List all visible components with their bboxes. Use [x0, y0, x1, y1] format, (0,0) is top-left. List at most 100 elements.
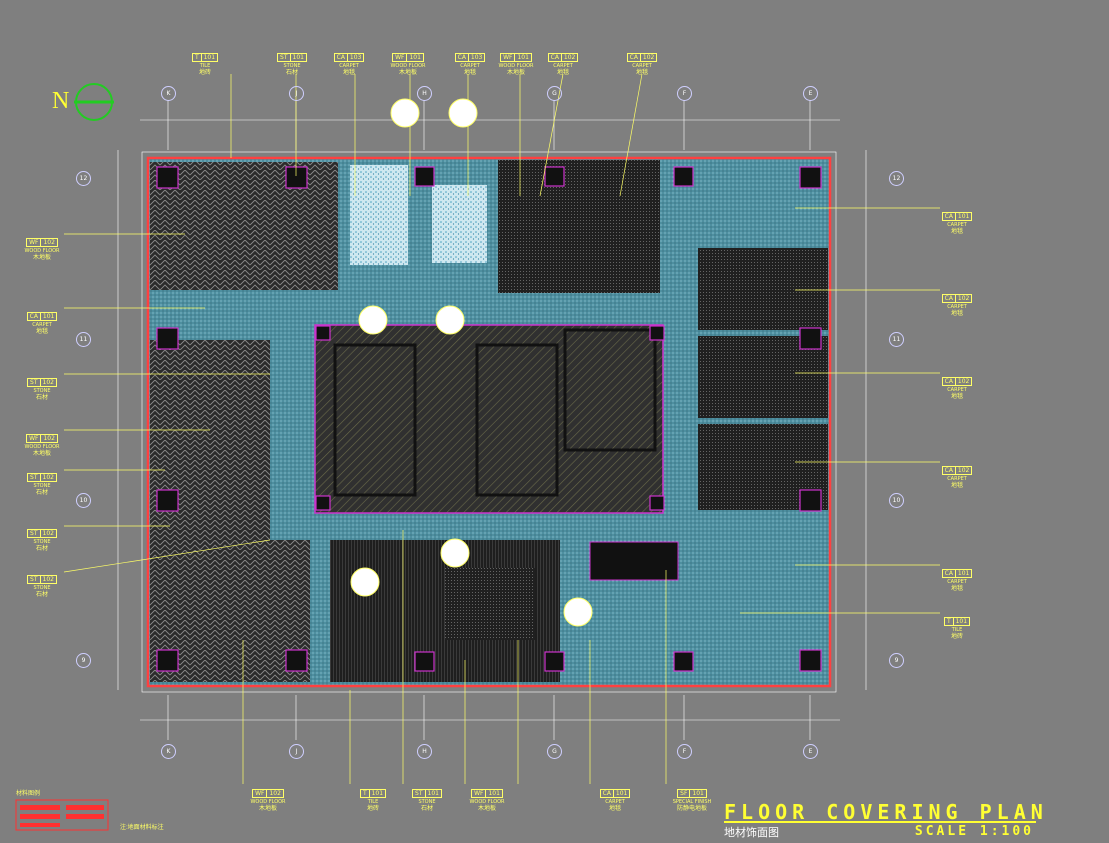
material-code: CA	[944, 570, 953, 577]
material-code: WF	[474, 790, 484, 797]
grid-bubble-row: 10	[889, 493, 904, 508]
material-name-cn: 地毯	[950, 482, 963, 489]
material-name-cn: 地毯	[950, 393, 963, 400]
material-name-cn: 石材	[35, 545, 48, 552]
material-name-cn: 地毯	[635, 69, 648, 76]
grid-bubble-col: F	[677, 86, 692, 101]
section-markers	[350, 98, 593, 627]
material-number: 101	[406, 54, 422, 61]
material-number: 102	[954, 378, 971, 385]
material-name-en: CARPET	[632, 63, 652, 69]
north-arrow-icon	[74, 83, 114, 121]
material-code: WF	[29, 435, 39, 442]
material-code: ST	[30, 474, 38, 481]
grid-bubble-row: 9	[889, 653, 904, 668]
grid-bubble-col: E	[803, 744, 818, 759]
material-name-en: WOOD FLOOR	[390, 63, 426, 69]
carpet-room-north	[498, 160, 660, 293]
outer-line	[141, 151, 837, 693]
structural-columns	[156, 166, 822, 672]
material-number: 101	[39, 313, 56, 320]
material-name-en: TILE	[951, 627, 963, 633]
material-name-en: TILE	[367, 799, 379, 805]
material-name-en: CARPET	[553, 63, 573, 69]
stone-room-2	[432, 185, 487, 263]
material-name-en: CARPET	[947, 579, 967, 585]
material-code: ST	[30, 379, 38, 386]
material-code: CA	[550, 54, 559, 61]
material-name-cn: 地砖	[950, 633, 963, 640]
outer-wall	[146, 156, 832, 688]
grid-bubble-row: 10	[76, 493, 91, 508]
core-area	[314, 324, 664, 514]
material-name-cn: 木地板	[32, 450, 51, 457]
grid-bubble-row: 11	[76, 332, 91, 347]
title-block: FLOOR COVERING PLAN 地材饰面图 SCALE 1:100	[724, 800, 1043, 840]
material-number: 101	[689, 790, 705, 797]
material-code: CA	[944, 295, 953, 302]
material-number: 101	[289, 54, 306, 61]
grid-bubble-row: 11	[889, 332, 904, 347]
material-number: 103	[346, 54, 363, 61]
grid-bubble-col: G	[547, 86, 562, 101]
material-code: CA	[629, 54, 638, 61]
material-name-en: STONE	[283, 63, 301, 69]
special-finish-room	[589, 541, 679, 581]
grid-bubble-col: H	[417, 744, 432, 759]
material-code: ST	[30, 530, 38, 537]
carpet-room-e1	[698, 248, 828, 330]
material-number: 101	[200, 54, 217, 61]
material-code: WF	[395, 54, 405, 61]
material-name-en: WOOD FLOOR	[250, 799, 286, 805]
grid-bubble-col: J	[289, 744, 304, 759]
material-name-cn: 地毯	[35, 328, 48, 335]
material-name-cn: 地砖	[198, 69, 211, 76]
material-code: CA	[29, 313, 38, 320]
material-number: 101	[952, 618, 969, 625]
material-name-en: STONE	[418, 799, 436, 805]
north-label: N	[52, 88, 70, 114]
material-code: T	[362, 790, 367, 797]
material-name-en: STONE	[33, 483, 51, 489]
material-code: CA	[602, 790, 611, 797]
material-code: SF	[680, 790, 688, 797]
material-name-en: STONE	[33, 539, 51, 545]
material-name-en: STONE	[33, 585, 51, 591]
material-number: 102	[954, 295, 971, 302]
material-name-cn: 石材	[35, 591, 48, 598]
core-walls	[333, 328, 657, 497]
carpet-room-e2	[698, 336, 828, 418]
material-code: WF	[503, 54, 513, 61]
grid-bubble-col: J	[289, 86, 304, 101]
material-number: 101	[485, 790, 501, 797]
material-name-cn: 地毯	[950, 585, 963, 592]
material-code: T	[194, 54, 199, 61]
dimension-lines	[117, 100, 867, 740]
material-number: 102	[39, 530, 56, 537]
grid-bubble-col: K	[161, 86, 176, 101]
material-name-en: STONE	[33, 388, 51, 394]
material-number: 101	[424, 790, 441, 797]
material-number: 101	[368, 790, 385, 797]
